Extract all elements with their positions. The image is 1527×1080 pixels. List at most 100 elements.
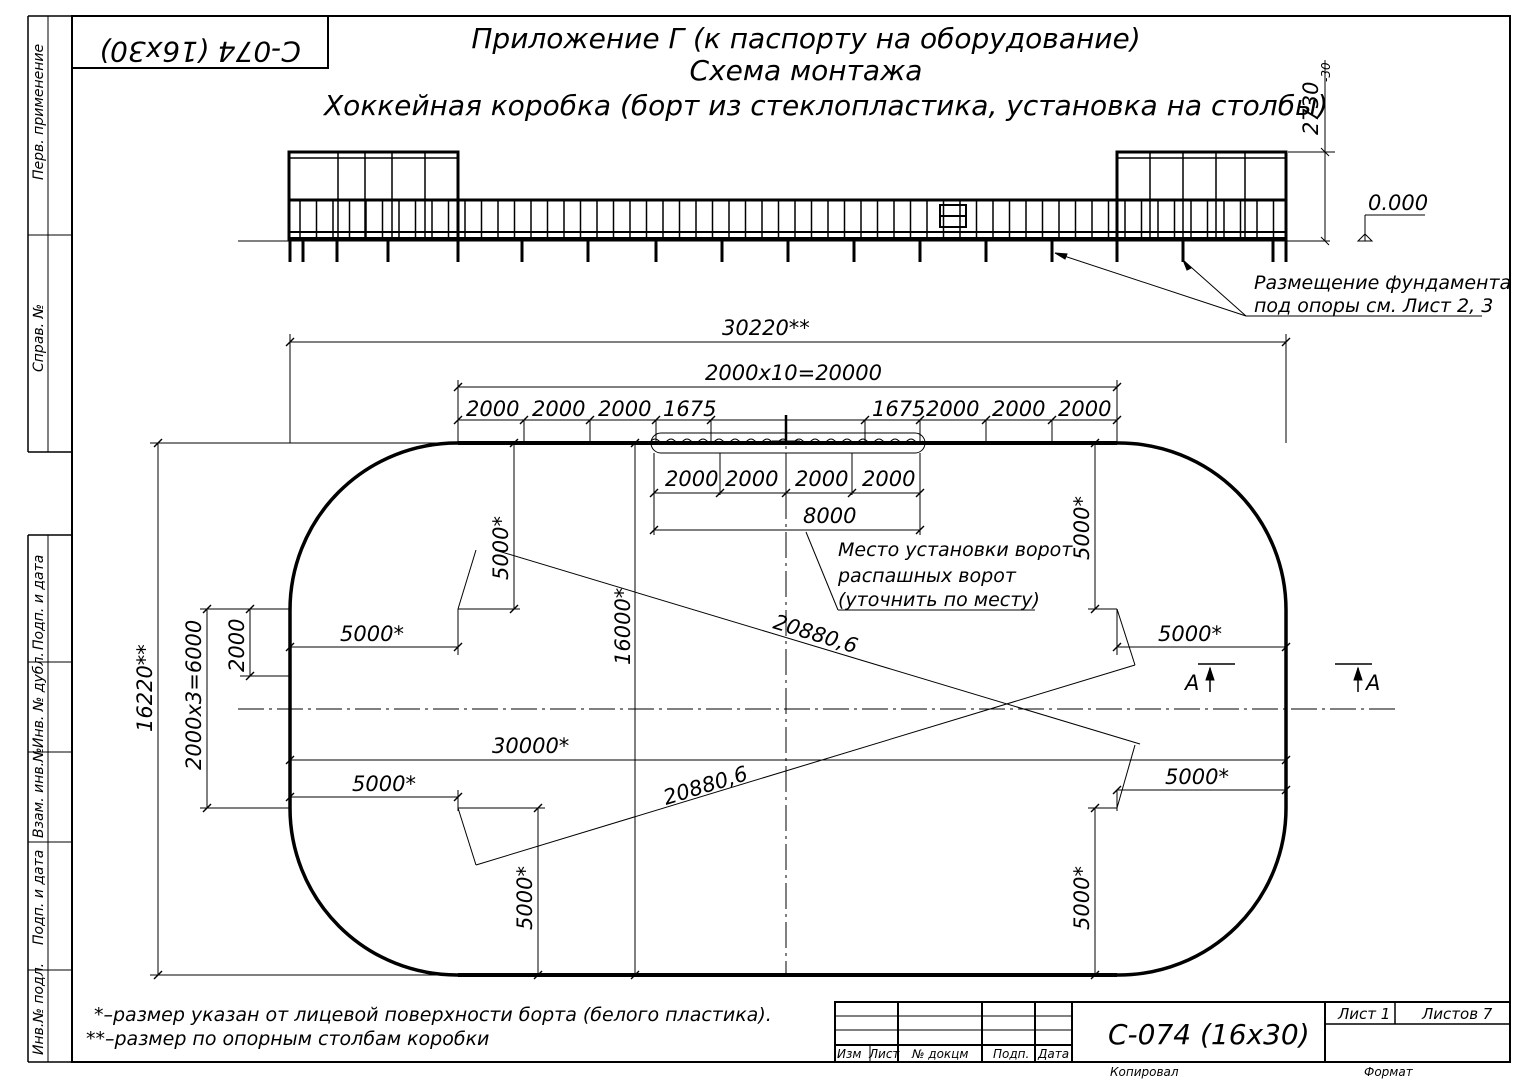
height-dimension: [1288, 60, 1425, 246]
side-label-dup-inv: Инв. № дубл.: [31, 652, 47, 748]
dimension-tick: [453, 642, 463, 652]
dim-corner-br-v: 5000*: [1070, 866, 1094, 930]
tb-header-doc: № докцм: [911, 1047, 968, 1061]
dim-top-seg-2: 2000: [532, 397, 585, 421]
tb-header-sign: Подп.: [993, 1047, 1029, 1061]
side-elevation-view: [238, 150, 1330, 262]
dimension-tick: [1281, 642, 1291, 652]
footnote-2: **–размер по опорным столбам коробки: [86, 1028, 489, 1050]
gate-note-line-1: Место установки ворот: [838, 539, 1073, 561]
drawing-title: Приложение Г (к паспорту на оборудование…: [322, 22, 1328, 122]
dim-left-small: 2000: [225, 619, 249, 672]
dimension-tick: [245, 671, 255, 681]
footnotes: *–размер указан от лицевой поверхности б…: [86, 1004, 772, 1050]
foundation-note-line-1: Размещение фундамента: [1254, 272, 1511, 294]
title-line-1: Приложение Г (к паспорту на оборудование…: [471, 22, 1140, 55]
dimension-tick: [1112, 415, 1122, 425]
dim-diagonal-2: 20880,6: [660, 761, 750, 809]
foundation-posts: [288, 239, 1288, 262]
tb-header-date: Дата: [1037, 1047, 1069, 1061]
dim-overall-length: 30220**: [722, 316, 810, 340]
dim-gate-seg-2: 2000: [725, 467, 778, 491]
side-label-first-use: Перв. применение: [31, 44, 47, 180]
dimension-tick: [651, 415, 661, 425]
dim-top-seg-4: 1675: [663, 397, 716, 421]
dimension-tick: [585, 415, 595, 425]
dimension-tick: [915, 488, 925, 498]
tb-header-izm: Изм: [837, 1047, 861, 1061]
side-label-sign-date-2: Подп. и дата: [31, 850, 47, 945]
dim-top-seg-8: 2000: [1058, 397, 1111, 421]
side-label-orig-inv: Инв.№ подл.: [31, 963, 47, 1055]
dim-gate-seg-3: 2000: [795, 467, 848, 491]
top-stamp-code: С-074 (16х30): [99, 35, 301, 68]
dim-corner-bl-h: 5000*: [352, 772, 416, 796]
plan-dimension-lines: [150, 334, 1287, 976]
level-mark: 0.000: [1368, 191, 1428, 215]
dimension-tick: [630, 970, 640, 980]
dimension-tick: [453, 792, 463, 802]
elevation-gate: [939, 204, 967, 228]
dimension-tick: [153, 438, 163, 448]
dimension-tick: [715, 488, 725, 498]
dimension-tick: [915, 415, 925, 425]
dimension-tick: [847, 488, 857, 498]
dim-overall-width: 16220**: [133, 644, 157, 732]
dimension-tick: [649, 488, 659, 498]
right-end-glass-frame: [1115, 150, 1288, 242]
gate-zone: [650, 432, 926, 454]
section-markers: [1198, 663, 1372, 692]
dimension-tick: [285, 755, 295, 765]
title-line-3: Хоккейная коробка (борт из стеклопластик…: [322, 89, 1328, 122]
title-line-2: Схема монтажа: [690, 54, 923, 87]
dim-gate-seg-1: 2000: [665, 467, 718, 491]
dimension-tick: [1047, 415, 1057, 425]
dimension-tick: [915, 525, 925, 535]
dimension-tick: [781, 488, 791, 498]
dimension-tick: [453, 382, 463, 392]
drawing-frame: [27, 15, 1511, 1063]
side-label-reference: Справ. №: [31, 304, 47, 372]
tb-sheets: Листов 7: [1421, 1005, 1493, 1023]
gate-note: Место установки ворот распашных ворот (у…: [837, 539, 1073, 611]
dimension-tick: [649, 525, 659, 535]
foundation-leader: [1054, 252, 1482, 317]
side-label-sign-date-1: Подп. и дата: [31, 555, 47, 650]
section-mark-right: A: [1364, 671, 1380, 695]
dimension-tick: [285, 642, 295, 652]
diagonal-2: [475, 664, 1136, 866]
dim-top-seg-1: 2000: [466, 397, 519, 421]
dim-inner-width: 16000*: [611, 588, 635, 665]
dimension-tick: [153, 970, 163, 980]
dimension-tick: [860, 415, 870, 425]
dimension-tick: [1281, 755, 1291, 765]
dimension-tick: [202, 803, 212, 813]
dimension-tick: [533, 803, 543, 813]
dimension-tick: [285, 792, 295, 802]
title-block-text: Изм Лист № докцм Подп. Дата С-074 (16х30…: [837, 1005, 1493, 1079]
gate-note-line-3: (уточнить по месту): [838, 589, 1040, 611]
footnote-1: *–размер указан от лицевой поверхности б…: [94, 1004, 772, 1026]
dim-diagonal-1: 20880,6: [771, 610, 861, 658]
elevation-posts: [299, 200, 1275, 239]
tb-doc-code: С-074 (16х30): [1108, 1018, 1310, 1051]
tb-copied: Копировал: [1110, 1065, 1179, 1079]
dim-gate-seg-4: 2000: [862, 467, 915, 491]
dimension-tick: [202, 604, 212, 614]
title-block: [834, 1001, 1511, 1063]
foundation-note-line-2: под опоры см. Лист 2, 3: [1254, 295, 1493, 317]
dimension-tick: [509, 604, 519, 614]
tb-sheet: Лист 1: [1337, 1005, 1390, 1023]
plan-dimension-labels: 30220** 2000х10=20000 2000 2000 2000 167…: [133, 316, 1229, 930]
section-mark-left: A: [1183, 671, 1199, 695]
dimension-tick: [1112, 785, 1122, 795]
dim-inner-length: 30000*: [492, 734, 569, 758]
side-stamp-labels: Перв. применение Справ. № Подп. и дата И…: [31, 44, 47, 1055]
dim-corner-tr-v: 5000*: [1070, 496, 1094, 560]
dim-panels-total: 2000х10=20000: [705, 361, 882, 385]
dimension-tick: [533, 970, 543, 980]
top-stamp: С-074 (16х30): [71, 15, 329, 69]
dim-top-seg-3: 2000: [598, 397, 651, 421]
dim-top-seg-6: 2000: [926, 397, 979, 421]
dimension-tick: [1281, 337, 1291, 347]
